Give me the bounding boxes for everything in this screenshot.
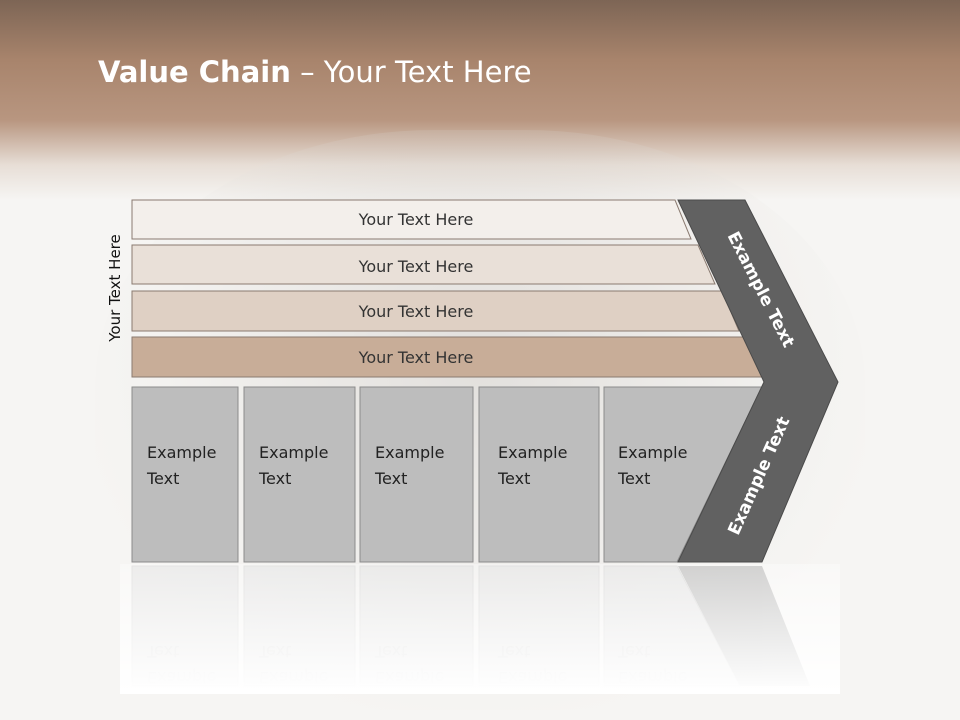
box-2-line1: Example xyxy=(259,443,328,462)
bar-3-label: Your Text Here xyxy=(358,302,474,321)
box-1[interactable] xyxy=(131,386,239,563)
box-3-line1: Example xyxy=(375,443,444,462)
box-5[interactable] xyxy=(603,386,763,563)
box-3[interactable] xyxy=(359,386,474,563)
bar-3[interactable] xyxy=(131,290,740,332)
bar-2-label: Your Text Here xyxy=(358,257,474,276)
title-rest: – Your Text Here xyxy=(290,55,532,89)
bar-1[interactable] xyxy=(131,199,692,240)
bar-4-label: Your Text Here xyxy=(358,348,474,367)
box-3-line2: Text xyxy=(374,469,407,488)
header-band xyxy=(0,0,960,200)
title-bold: Value Chain xyxy=(98,55,291,89)
box-4[interactable] xyxy=(478,386,600,563)
box-4-line1: Example xyxy=(498,443,567,462)
bar-2[interactable] xyxy=(131,244,716,285)
box-4-line2: Text xyxy=(497,469,530,488)
reflection-fade xyxy=(120,564,840,694)
box-5-line1: Example xyxy=(618,443,687,462)
chevron-arrow[interactable] xyxy=(677,199,839,563)
box-5-line2: Text xyxy=(617,469,650,488)
box-1-line1: Example xyxy=(147,443,216,462)
box-2[interactable] xyxy=(243,386,356,563)
slide-title[interactable]: Value Chain – Your Text Here xyxy=(98,55,532,95)
box-2-line2: Text xyxy=(258,469,291,488)
box-1-line2: Text xyxy=(146,469,179,488)
bar-1-label: Your Text Here xyxy=(358,210,474,229)
